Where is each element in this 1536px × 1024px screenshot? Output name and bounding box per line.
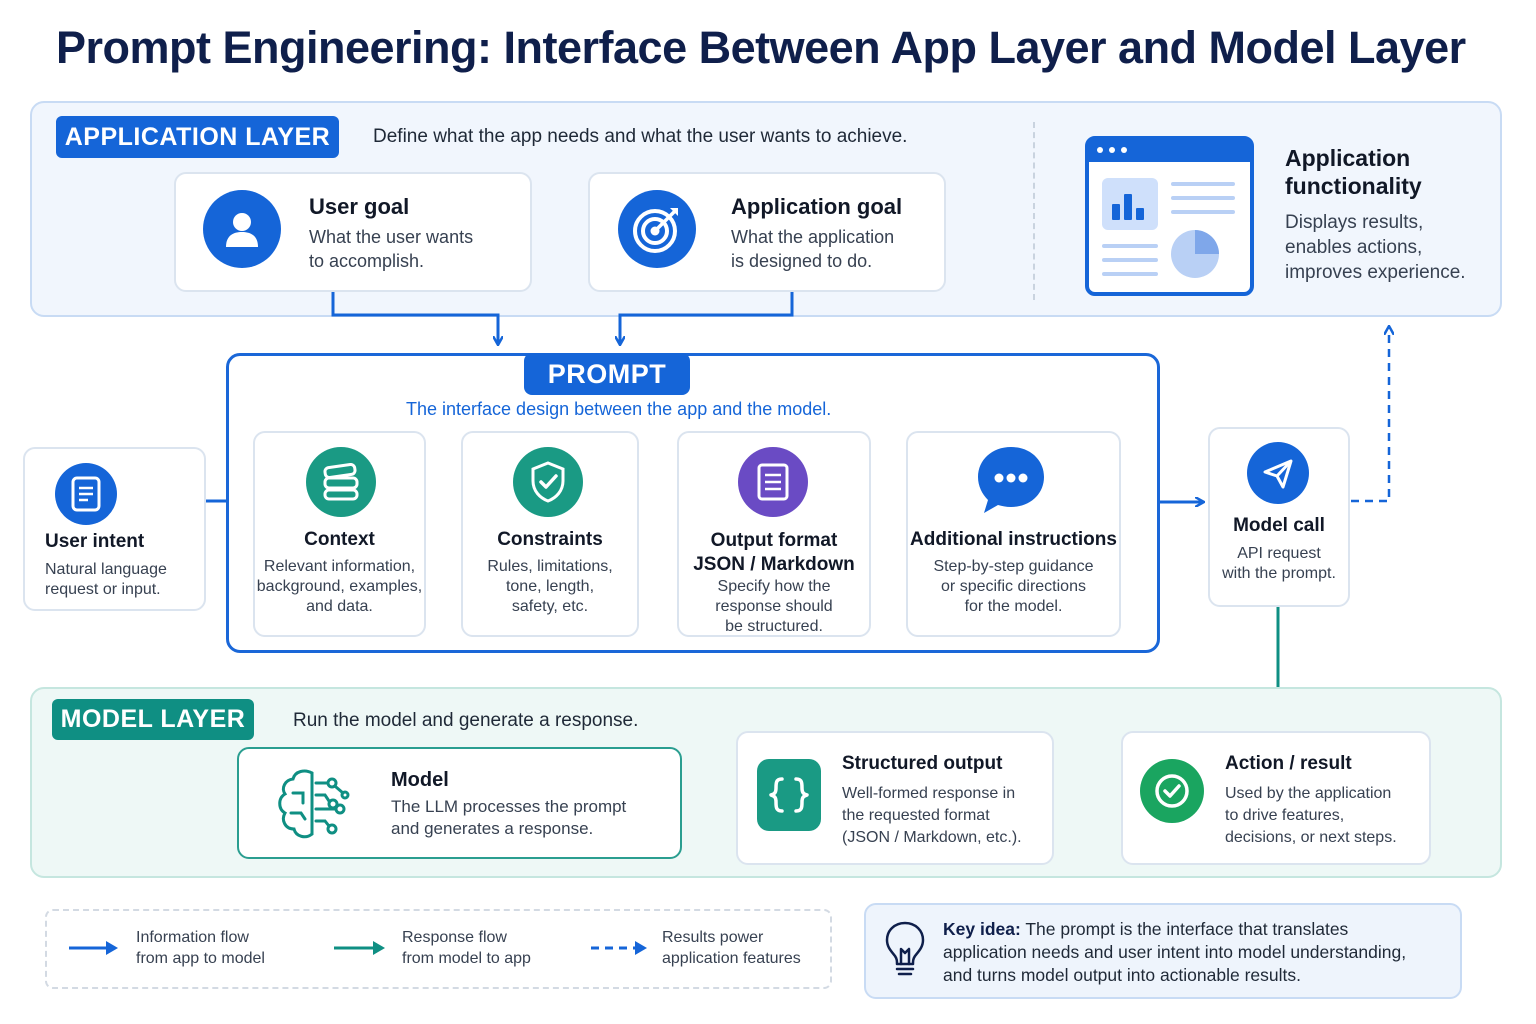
context-text: Relevant information, background, exampl… [256,558,423,615]
brain-circuit-icon [273,763,355,845]
document-icon [55,463,117,525]
user-intent-card: User intent Natural language request or … [23,447,206,611]
application-layer-description: Define what the app needs and what the u… [373,126,908,147]
prompt-tag: PROMPT [524,353,690,395]
functionality-title: Application functionality [1285,145,1422,199]
application-layer-tag: APPLICATION LAYER [56,116,339,158]
output-format-text: Specify how the response should be struc… [715,578,833,635]
check-circle-icon [1140,759,1204,823]
arrow-user-goal-to-prompt [331,292,498,343]
user-goal-title: User goal [309,194,410,219]
model-layer-tag: MODEL LAYER [52,699,254,740]
user-icon [203,190,281,268]
action-result-title: Action / result [1225,753,1352,774]
context-title: Context [304,529,375,550]
additional-text: Step-by-step guidance or specific direct… [933,558,1094,615]
arrow-app-goal-to-prompt [620,292,794,343]
user-goal-text: What the user wants to accomplish. [309,227,474,271]
output-format-title: Output format JSON / Markdown [693,530,855,575]
stack-icon [306,447,376,517]
additional-instructions-card: Additional instructions Step-by-step gui… [906,431,1121,637]
dashboard-window-icon [1085,136,1254,296]
user-goal-card: User goal What the user wants to accompl… [174,172,532,292]
constraints-card: Constraints Rules, limitations, tone, le… [461,431,639,637]
legend-response-flow: Response flow from model to app [402,929,531,967]
user-intent-title: User intent [45,531,145,552]
model-card: Model The LLM processes the prompt and g… [237,747,682,859]
model-layer-description: Run the model and generate a response. [293,710,639,731]
user-intent-text: Natural language request or input. [45,561,167,598]
output-format-card: Output format JSON / Markdown Specify ho… [677,431,871,637]
action-result-card: Action / result Used by the application … [1121,731,1431,865]
structured-output-title: Structured output [842,753,1003,774]
prompt-subtitle: The interface design between the app and… [406,399,832,419]
structured-output-card: Structured output Well-formed response i… [736,731,1054,865]
functionality-text: Displays results, enables actions, impro… [1285,212,1466,283]
key-idea-text: Key idea: The prompt is the interface th… [943,919,1407,985]
constraints-text: Rules, limitations, tone, length, safety… [487,558,613,615]
lightbulb-icon [882,919,928,979]
model-call-text: API request with the prompt. [1222,545,1336,582]
context-card: Context Relevant information, background… [253,431,426,637]
list-document-icon [738,447,808,517]
page-title: Prompt Engineering: Interface Between Ap… [56,22,1466,73]
chat-bubble-icon [974,443,1048,517]
model-text: The LLM processes the prompt and generat… [391,797,627,838]
legend: Information flow from app to model Respo… [45,909,832,989]
legend-information-flow: Information flow from app to model [136,929,265,967]
constraints-title: Constraints [497,529,603,550]
key-idea-box: Key idea: The prompt is the interface th… [864,903,1462,999]
legend-arrows [69,941,647,955]
application-goal-card: Application goal What the application is… [588,172,946,292]
model-call-title: Model call [1233,515,1325,536]
model-title: Model [391,769,449,791]
application-goal-text: What the application is designed to do. [731,227,895,271]
key-idea-label: Key idea: [943,919,1021,939]
additional-title: Additional instructions [910,529,1117,550]
divider [1033,122,1035,300]
shield-check-icon [513,447,583,517]
action-result-text: Used by the application to drive feature… [1225,785,1397,846]
dashed-arrow-results [1351,328,1389,503]
send-icon [1247,442,1309,504]
model-call-card: Model call API request with the prompt. [1208,427,1350,607]
application-goal-title: Application goal [731,194,903,219]
target-icon [618,190,696,268]
braces-icon [757,759,821,831]
legend-results-power: Results power application features [662,929,801,967]
structured-output-text: Well-formed response in the requested fo… [842,785,1022,846]
